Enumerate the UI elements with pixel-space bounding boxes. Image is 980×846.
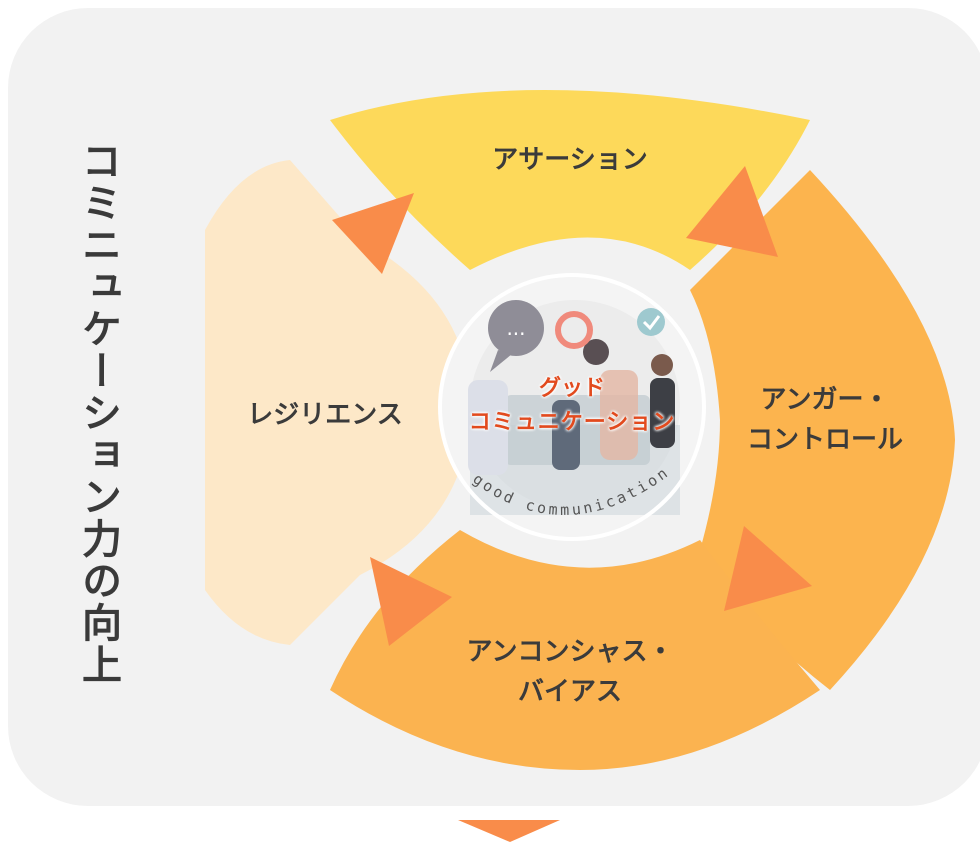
arrow-right-bottom: [724, 526, 812, 611]
arrow-bottom-left: [370, 557, 452, 646]
center-title-line1: グッド: [538, 376, 605, 401]
label-top: アサーション: [492, 145, 648, 175]
label-right-line1: アンガー・: [760, 385, 890, 415]
label-bottom: アンコンシャス・ バイアス: [390, 632, 750, 712]
arrow-top-right: [686, 166, 778, 257]
center-title-block: グッド コミュニケーション: [440, 276, 704, 538]
center-image: good communication ...: [438, 273, 706, 541]
segment-top: [330, 90, 810, 270]
down-arrow-icon: [458, 820, 560, 842]
arrow-left-top: [332, 193, 414, 274]
chat-bubble-icon: [488, 300, 544, 372]
chat-bubble-dots: ...: [506, 316, 525, 340]
segment-bottom: [330, 530, 820, 770]
segment-left: [205, 160, 470, 645]
label-left: レジリエンス: [247, 400, 403, 430]
center-title-line2: コミュニケーション: [468, 410, 676, 435]
label-bottom-line2: バイアス: [517, 677, 622, 707]
check-icon: [637, 308, 665, 336]
notification-ring-icon: [555, 311, 593, 349]
label-bottom-line1: アンコンシャス・: [466, 637, 674, 667]
label-right-line2: コントロール: [746, 425, 903, 455]
label-right: アンガー・ コントロール: [710, 380, 940, 460]
side-title: コミニュケーション力の向上: [75, 140, 121, 686]
